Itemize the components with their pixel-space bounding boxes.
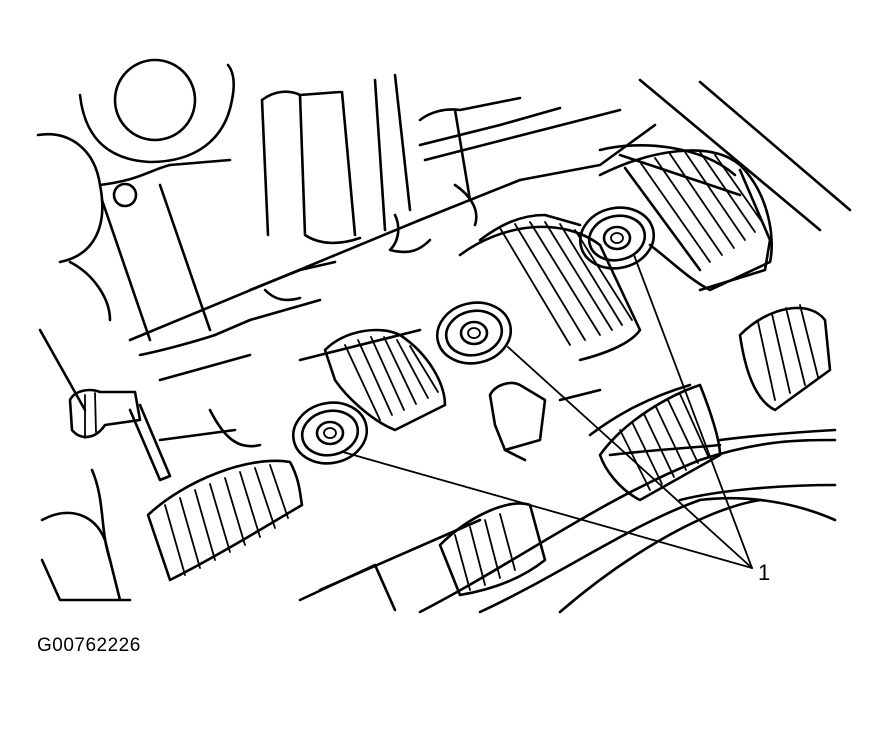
callout-leader-lines	[342, 254, 753, 569]
ribbed-pad-right-middle	[738, 304, 832, 412]
figure-id: G00762226	[37, 635, 141, 656]
flange-edges	[128, 123, 772, 442]
ribbed-pad-center	[458, 221, 642, 362]
ribbed-pad-bottom-right	[598, 383, 722, 502]
seal-ring-center	[435, 301, 513, 365]
round-boss	[78, 58, 235, 164]
callout-label: 1	[758, 560, 771, 585]
ribbed-pad-lower-center	[438, 502, 547, 597]
housing-outline	[36, 132, 232, 602]
ribbed-pad-lower-left	[146, 459, 304, 582]
electrical-connector	[68, 388, 172, 482]
bottom-rails	[208, 383, 837, 614]
seal-ring-right	[578, 206, 656, 270]
sensor-bracket	[488, 381, 547, 462]
ribbed-pad-top-right	[598, 149, 773, 292]
ribbed-pad-left-center	[323, 328, 447, 432]
seal-ring-left	[291, 401, 369, 465]
vertical-struts	[260, 73, 852, 245]
